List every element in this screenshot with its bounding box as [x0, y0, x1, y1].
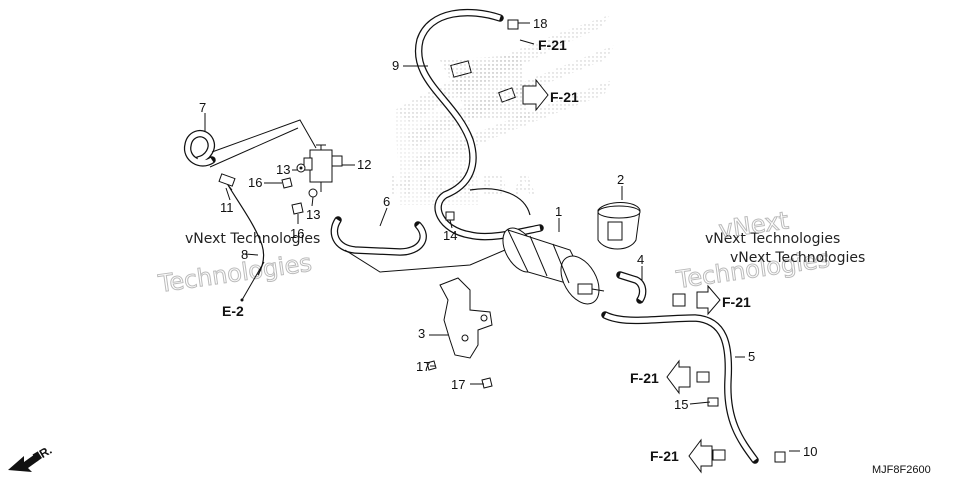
callout-17-lower: 17 — [451, 377, 465, 392]
nut-17-lower — [481, 377, 493, 389]
ref-f21-b: F-21 — [550, 89, 579, 105]
front-arrow: FR. — [8, 443, 54, 472]
nut-13-lower — [308, 188, 318, 198]
callout-2: 2 — [617, 172, 624, 187]
watermark-mid: vNext Technologies — [730, 250, 865, 266]
ref-f21-d: F-21 — [630, 370, 659, 386]
ref-e2: E-2 — [222, 303, 244, 319]
clip-f21-c — [672, 293, 686, 307]
band-2 — [597, 202, 641, 250]
clip-f21-d — [696, 371, 710, 383]
ref-f21-a: F-21 — [538, 37, 567, 53]
clip-18 — [507, 19, 519, 30]
canister-1 — [502, 227, 605, 305]
leader-7-valve — [211, 119, 317, 153]
callout-14: 14 — [443, 228, 457, 243]
callout-11: 11 — [220, 200, 234, 215]
diagram-code: MJF8F2600 — [872, 464, 931, 476]
hose-6 — [330, 216, 427, 256]
callout-15: 15 — [674, 397, 688, 412]
nut-16-upper — [281, 177, 293, 189]
nut-13-upper — [296, 163, 306, 173]
clip-14 — [445, 211, 455, 221]
leader-lines — [204, 22, 800, 452]
callout-10: 10 — [803, 444, 817, 459]
callout-12: 12 — [357, 157, 371, 172]
hose-7 — [183, 130, 216, 167]
callout-16-lower: 16 — [290, 226, 304, 241]
hose-4 — [616, 271, 647, 304]
watermark-left-big: Technologies — [156, 249, 314, 298]
hatched-region — [440, 55, 530, 120]
solenoid-valve-12 — [303, 144, 343, 192]
nut-16-lower — [291, 202, 304, 215]
ref-arrow-f21-b — [522, 78, 549, 112]
clip-f21-e — [712, 449, 726, 461]
callout-17-upper: 17 — [416, 359, 430, 374]
hose-8 — [227, 184, 265, 276]
bracket-3 — [439, 277, 493, 359]
ref-arrow-f21-d — [666, 359, 691, 395]
clip-11 — [218, 173, 236, 187]
vacuum-line — [344, 249, 506, 273]
ref-f21-e: F-21 — [650, 448, 679, 464]
watermark-left: vNext Technologies — [185, 231, 320, 247]
e2-point — [240, 298, 244, 302]
callout-5: 5 — [748, 349, 755, 364]
callout-1: 1 — [555, 204, 562, 219]
hose-9 — [414, 8, 544, 241]
callout-8: 8 — [241, 247, 248, 262]
watermark-right: vNext Technologies — [705, 231, 840, 247]
callout-13-upper: 13 — [276, 162, 290, 177]
callout-4: 4 — [637, 252, 644, 267]
clip-10 — [774, 451, 786, 463]
callout-16-upper: 16 — [248, 175, 262, 190]
hose-5 — [601, 311, 759, 464]
callout-9: 9 — [392, 58, 399, 73]
callout-6: 6 — [383, 194, 390, 209]
ref-arrow-f21-e — [688, 438, 713, 474]
callout-3: 3 — [418, 326, 425, 341]
callout-13-lower: 13 — [306, 207, 320, 222]
callout-7: 7 — [199, 100, 206, 115]
callout-18: 18 — [533, 16, 547, 31]
ref-arrow-f21-c — [696, 284, 721, 316]
ref-f21-c: F-21 — [722, 294, 751, 310]
